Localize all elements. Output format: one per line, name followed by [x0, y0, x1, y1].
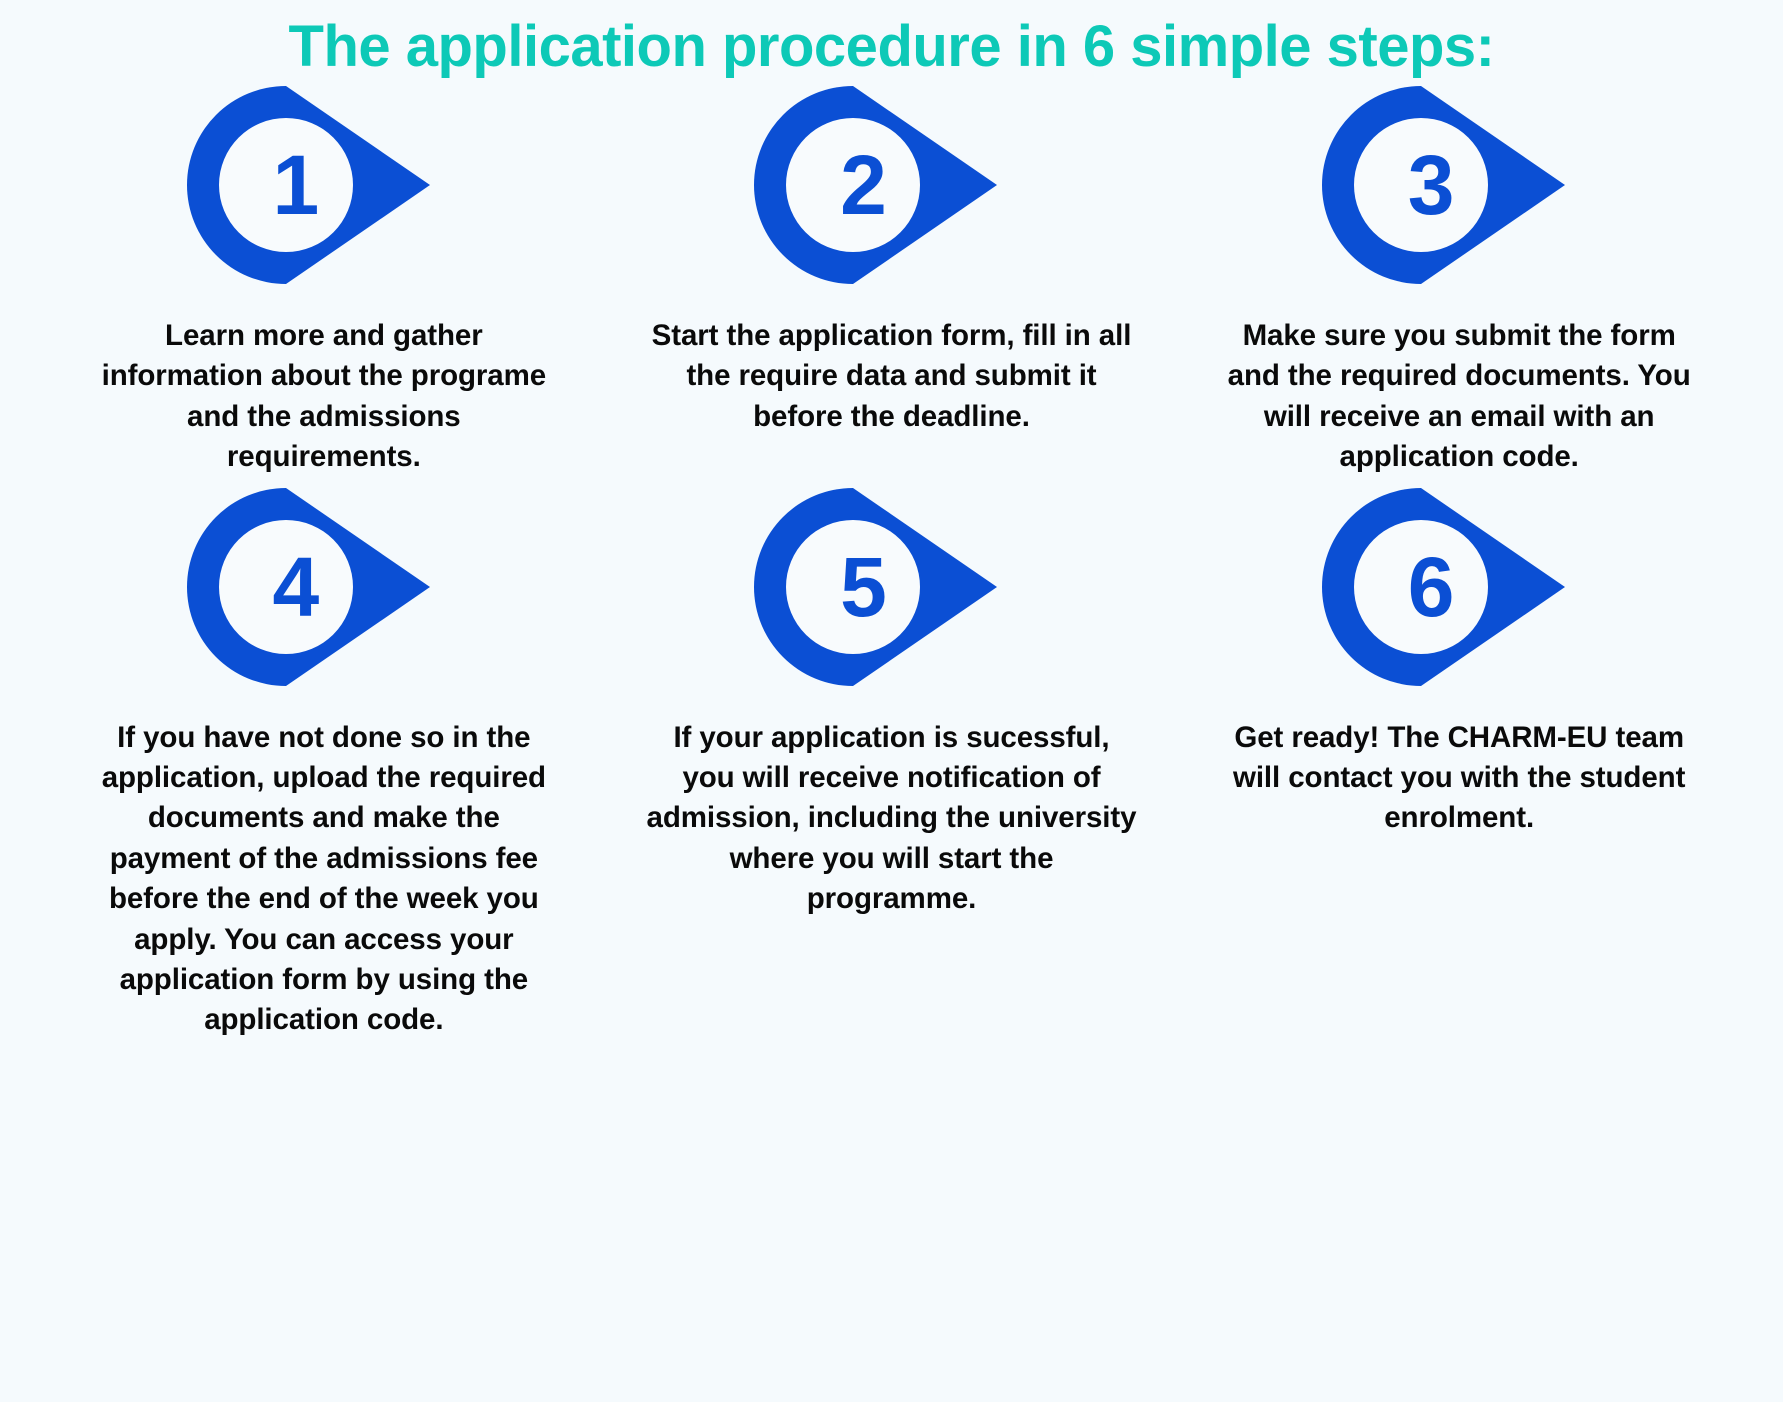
step-marker-2: 2 [741, 76, 1041, 294]
step-marker-3: 3 [1309, 76, 1609, 294]
step-item-1: 1 Learn more and gather information abou… [40, 76, 608, 478]
step-number-3: 3 [1407, 138, 1455, 232]
step-item-6: 6 Get ready! The CHARM-EU team will cont… [1175, 478, 1743, 1041]
step-text-1: Learn more and gather information about … [101, 319, 547, 474]
step-item-3: 3 Make sure you submit the form and the … [1175, 76, 1743, 478]
map-pin-icon [186, 487, 430, 686]
step-number-1: 1 [272, 138, 320, 232]
page-title: The application procedure in 6 simple st… [288, 14, 1495, 79]
step-text-2: Start the application form, fill in all … [651, 319, 1132, 433]
map-pin-icon [1322, 487, 1566, 686]
step-number-4: 4 [272, 539, 320, 634]
step-text-5: If your application is sucessful, you wi… [646, 720, 1137, 916]
step-number-5: 5 [840, 539, 887, 634]
step-number-6: 6 [1407, 539, 1455, 634]
step-text-4: If you have not done so in the applicati… [101, 720, 546, 1037]
map-pin-icon [754, 487, 998, 686]
steps-grid: 1 Learn more and gather information abou… [0, 76, 1783, 1041]
step-text-3: Make sure you submit the form and the re… [1227, 319, 1691, 474]
step-marker-6: 6 [1309, 478, 1609, 696]
step-marker-1: 1 [174, 76, 474, 294]
map-pin-icon [186, 86, 430, 284]
step-text-6: Get ready! The CHARM-EU team will contac… [1232, 720, 1686, 835]
step-item-4: 4 If you have not done so in the applica… [40, 478, 608, 1041]
step-item-5: 5 If your application is sucessful, you … [608, 478, 1176, 1041]
map-pin-icon [754, 86, 998, 284]
map-pin-icon [1322, 86, 1566, 284]
step-marker-4: 4 [174, 478, 474, 696]
step-item-2: 2 Start the application form, fill in al… [608, 76, 1176, 478]
step-marker-5: 5 [741, 478, 1041, 696]
step-number-2: 2 [840, 138, 887, 232]
